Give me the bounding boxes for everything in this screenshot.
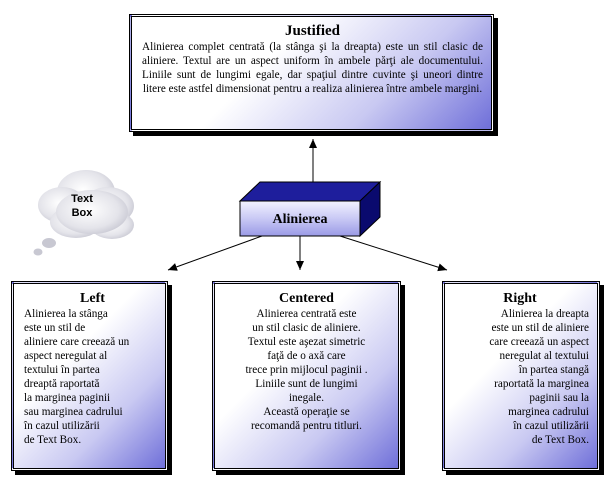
block-top-face bbox=[238, 181, 382, 202]
text-box-cloud: Text Box bbox=[33, 170, 134, 256]
centered-title: Centered bbox=[279, 291, 334, 306]
centered-box: Centered Alinierea centrată este un stil… bbox=[212, 281, 401, 471]
right-text: Alinierea la dreapta este un stil de ali… bbox=[489, 308, 589, 446]
cloud-line-1: Text bbox=[71, 193, 93, 205]
centered-text: Alinierea centrată este un stil clasic d… bbox=[245, 308, 368, 432]
left-text: Alinierea la stânga este un stil de alin… bbox=[24, 308, 130, 446]
arrow-to-left bbox=[167, 235, 263, 271]
right-box: Right Alinierea la dreapta este un stil … bbox=[442, 281, 600, 471]
cloud-line-2: Box bbox=[72, 207, 94, 219]
block-front-face bbox=[239, 200, 361, 237]
left-box: Left Alinierea la stânga este un stil de… bbox=[11, 281, 168, 471]
justified-box: Justified Alinierea complet centrată (la… bbox=[129, 14, 494, 132]
block-label: Alinierea bbox=[273, 212, 328, 227]
alinierea-3d-block: Alinierea bbox=[238, 180, 382, 238]
left-title: Left bbox=[80, 291, 105, 306]
arrow-to-right bbox=[339, 235, 448, 272]
justified-text: Alinierea complet centrată (la stânga şi… bbox=[142, 41, 483, 95]
justified-title: Justified bbox=[284, 23, 340, 39]
right-title: Right bbox=[503, 291, 537, 306]
